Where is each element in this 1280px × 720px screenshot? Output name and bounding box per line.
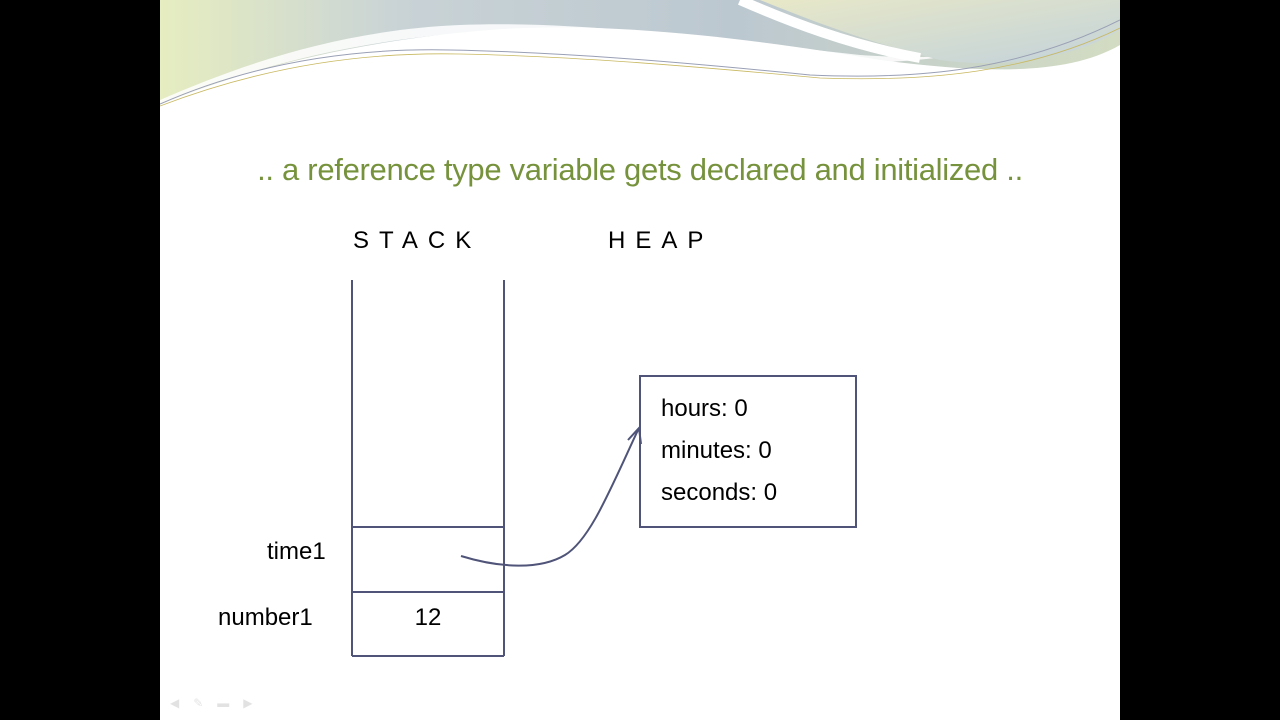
reference-arrow [460, 429, 639, 567]
heap-field-seconds: seconds: 0 [661, 479, 778, 506]
slide-title: .. a reference type variable gets declar… [257, 152, 1023, 187]
stack-value-number1: 12 [414, 604, 442, 631]
header-wave-decoration [160, 0, 1120, 107]
heap-heading: HEAP [608, 227, 714, 254]
next-icon[interactable]: ▶ [243, 696, 253, 710]
heap-object-box [639, 375, 857, 528]
heap-field-hours: hours: 0 [661, 395, 748, 422]
stack-heading: STACK [353, 227, 482, 254]
arrowhead-icon [627, 425, 642, 445]
stack-var-label-number1: number1 [218, 604, 313, 631]
memory-diagram [351, 280, 857, 657]
slide: .. a reference type variable gets declar… [160, 0, 1120, 720]
heap-field-minutes: minutes: 0 [661, 437, 772, 464]
prev-icon[interactable]: ◀ [170, 696, 180, 710]
menu-icon[interactable]: ▬ [217, 696, 230, 710]
stack-var-label-time1: time1 [267, 538, 326, 565]
pen-icon[interactable]: ✎ [193, 696, 204, 710]
slideshow-nav-toolbar: ◀ ✎ ▬ ▶ [170, 696, 253, 710]
